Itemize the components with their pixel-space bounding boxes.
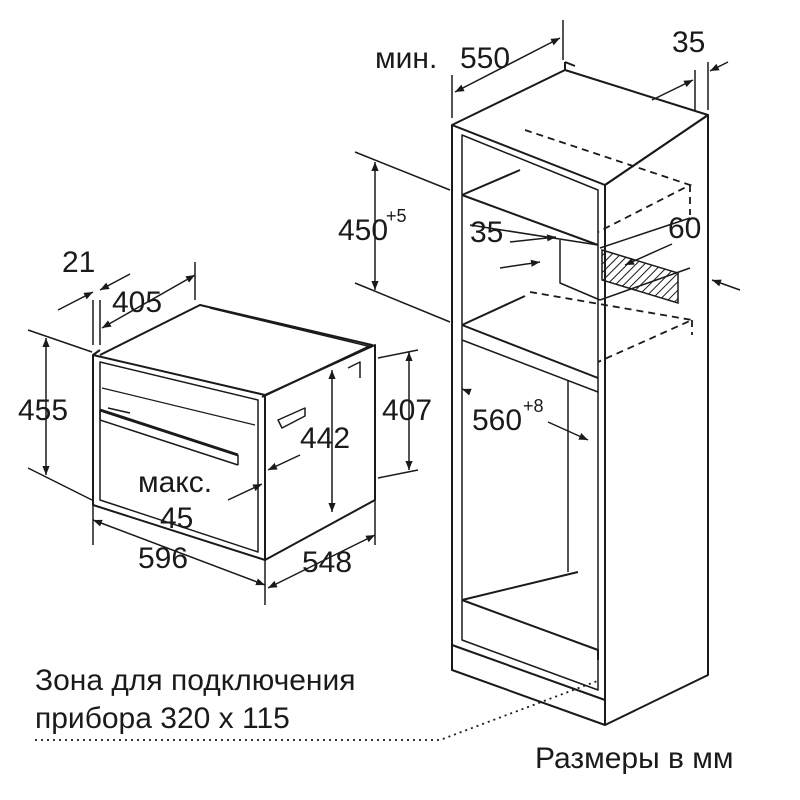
ventilation-hatch bbox=[601, 248, 679, 305]
cabinet-base bbox=[451, 645, 606, 726]
lower-shelf bbox=[461, 599, 599, 660]
cabinet-dim-560-tolerance: +8 bbox=[523, 396, 544, 416]
units-caption: Размеры в мм bbox=[535, 742, 734, 775]
oven-niche-dashed bbox=[524, 129, 696, 363]
cabinet-dim-450: 450 bbox=[338, 214, 388, 247]
cabinet-dim-60: 60 bbox=[668, 212, 701, 245]
oven-dim-442: 442 bbox=[300, 422, 350, 455]
oven-handle bbox=[99, 408, 239, 457]
oven-dim-548: 548 bbox=[302, 546, 352, 579]
cabinet-dimension-lines bbox=[354, 20, 741, 441]
oven-dim-45: 45 bbox=[160, 502, 193, 535]
oven-max-label: макс. bbox=[138, 466, 212, 499]
oven-drawing bbox=[92, 304, 376, 561]
oven-dim-21: 21 bbox=[62, 246, 95, 279]
oven-side bbox=[264, 344, 376, 561]
connection-zone-label-line1: Зона для подключения bbox=[35, 664, 355, 697]
cabinet-dim-35-top: 35 bbox=[672, 26, 705, 59]
oven-niche-top bbox=[461, 324, 599, 379]
cabinet-side bbox=[604, 114, 709, 648]
cabinet-drawing bbox=[451, 61, 709, 726]
cabinet-dim-550: 550 bbox=[460, 42, 510, 75]
cabinet-dim-35-inner: 35 bbox=[470, 216, 503, 249]
cabinet-front-inner bbox=[461, 134, 599, 691]
oven-dim-455: 455 bbox=[18, 394, 68, 427]
cabinet-min-label: мин. bbox=[375, 42, 437, 75]
cabinet-dim-560: 560 bbox=[472, 404, 522, 437]
oven-dim-407: 407 bbox=[382, 394, 432, 427]
oven-dim-405: 405 bbox=[112, 286, 162, 319]
connection-zone-label-line2: прибора 320 x 115 bbox=[35, 702, 290, 735]
cabinet-top bbox=[451, 69, 709, 186]
upper-shelf bbox=[461, 194, 599, 246]
oven-dimension-lines bbox=[27, 262, 419, 605]
cabinet-dim-450-tolerance: +5 bbox=[386, 206, 407, 226]
oven-dim-596: 596 bbox=[138, 542, 188, 575]
